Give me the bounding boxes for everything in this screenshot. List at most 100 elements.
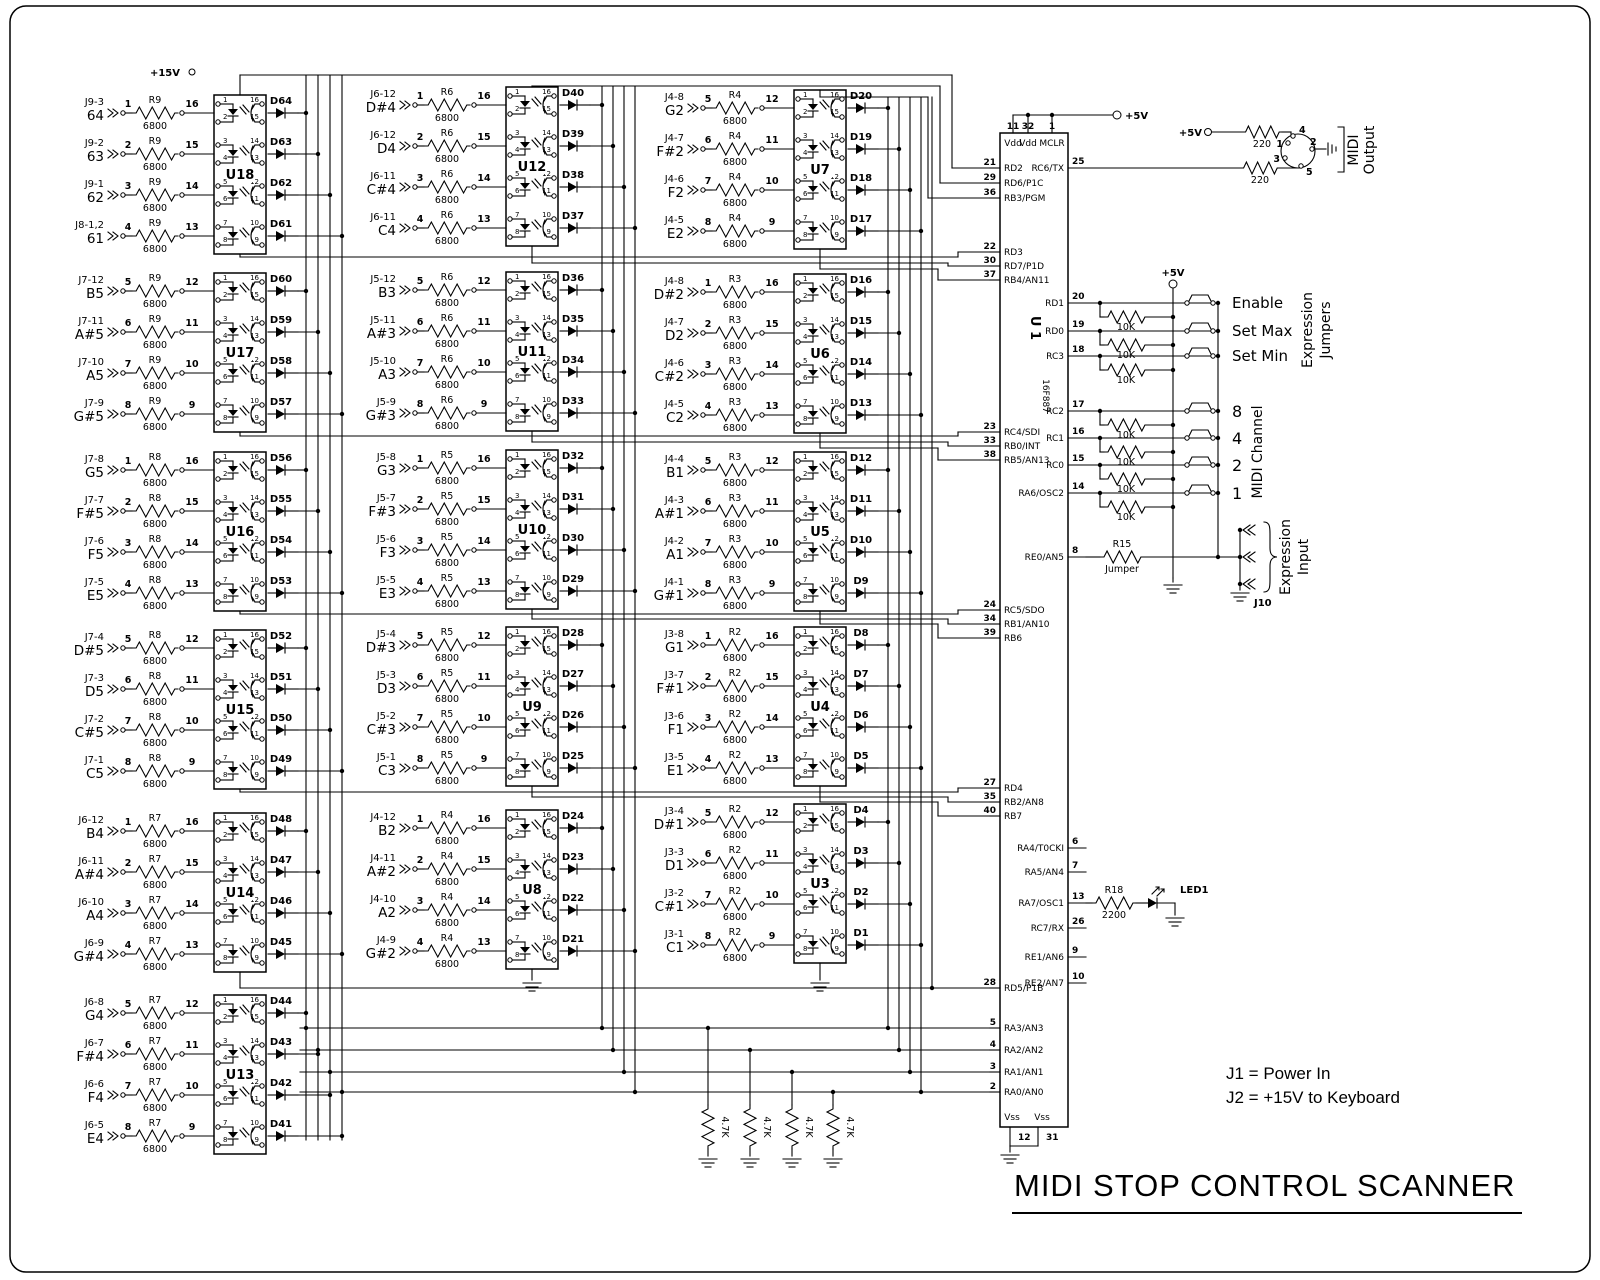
opto-pin-number: 16	[542, 273, 551, 281]
resistor-ref: R5	[441, 750, 454, 761]
pic-pin-name: RD1	[1045, 299, 1064, 309]
stop-name-label: A#3	[367, 326, 396, 342]
opto-pin-number: 16	[830, 275, 839, 283]
opto-pin-number: 9	[547, 951, 551, 959]
stop-name-label: D#4	[366, 100, 396, 116]
input-chevron-icon	[687, 465, 694, 475]
opto-pin-number: 16	[542, 88, 551, 96]
opto-pin-number: 11	[250, 1095, 259, 1103]
bracket	[1337, 126, 1345, 173]
pic-pin-number: 28	[983, 978, 996, 988]
resnet-pin-out: 15	[765, 319, 778, 330]
input-chevron-icon	[112, 286, 119, 296]
opto-pin-number: 2	[515, 645, 519, 653]
stop-name-label: D5	[85, 684, 104, 700]
wire	[543, 499, 548, 506]
terminal-circle	[551, 497, 557, 503]
opto-pin-number: 11	[250, 913, 259, 921]
opto-pin-number: 14	[250, 672, 259, 680]
opto-pin-number: 1	[515, 811, 519, 819]
wire	[251, 834, 256, 841]
terminal-circle	[259, 458, 265, 464]
diode-label: D42	[270, 1078, 292, 1089]
light-arrow-icon	[531, 98, 539, 107]
opto-pin-number: 10	[542, 751, 551, 759]
diode-symbol	[276, 231, 285, 241]
light-arrow-icon	[534, 582, 542, 591]
resistor-value: 6800	[143, 601, 167, 612]
wire	[251, 1016, 256, 1023]
resistor-ref: R6	[441, 87, 454, 98]
opto-pin-number: 15	[542, 828, 551, 836]
diode-label: D32	[562, 451, 584, 462]
opto-pin-number: 3	[515, 852, 519, 860]
resnet-pin-in: 2	[705, 672, 712, 683]
resnet-pin-in: 8	[705, 217, 712, 228]
terminal-circle	[259, 101, 265, 107]
resistor-ref: R2	[729, 845, 742, 856]
channel-bit-label: 2	[1232, 456, 1242, 475]
opto-transistor-symbol	[250, 104, 254, 122]
opto-pin-number: 8	[515, 413, 519, 421]
stop-name-label: F2	[668, 185, 684, 201]
input-chevron-icon	[107, 465, 114, 475]
input-chevron-icon	[404, 681, 411, 691]
opto-pin-number: 15	[250, 648, 259, 656]
terminal-circle	[551, 296, 557, 302]
din-pin-number: 3	[1273, 154, 1280, 165]
resistor-value: 6800	[143, 340, 167, 351]
resistor-symbol	[742, 1104, 758, 1150]
resistor-ref: R6	[441, 313, 454, 324]
resistor-ref: R3	[729, 575, 742, 586]
pic-pin-name: RD0	[1045, 327, 1064, 337]
terminal-circle	[1184, 462, 1190, 468]
diode-label: D58	[270, 356, 292, 367]
terminal-circle	[551, 916, 557, 922]
opto-pin-number: 5	[223, 1078, 227, 1086]
opto-pin-number: 15	[830, 470, 839, 478]
light-arrow-icon	[531, 283, 539, 292]
opto-pin-number: 5	[515, 710, 519, 718]
resistor-value: 6800	[143, 738, 167, 749]
opto-pin-number: 4	[223, 689, 228, 697]
resistor-value: 6800	[143, 880, 167, 891]
power-5v-label: +5V	[1125, 111, 1148, 122]
opto-led-symbol	[520, 409, 530, 415]
light-arrow-icon	[242, 461, 250, 470]
opto-pin-number: 5	[223, 356, 227, 364]
stop-name-label: G3	[377, 463, 396, 479]
resistor-ref: R5	[441, 573, 454, 584]
opto-led-symbol	[808, 859, 818, 865]
connector-pin-label: J5-6	[376, 534, 396, 545]
input-chevron-icon	[399, 586, 406, 596]
terminal-circle	[259, 777, 265, 783]
opto-pin-number: 9	[255, 771, 259, 779]
opto-pin-number: 5	[803, 710, 807, 718]
connector-pin-label: J6-8	[84, 997, 104, 1008]
light-arrow-icon	[819, 856, 827, 865]
resnet-pin-out: 16	[185, 99, 199, 110]
pic-pin-name: RA2/AN2	[1004, 1046, 1043, 1056]
opto-pin-number: 6	[223, 1095, 228, 1103]
wire	[251, 542, 256, 549]
pic-pin-number: 26	[1072, 917, 1085, 927]
opto-pin-number: 3	[803, 846, 807, 854]
wire	[543, 900, 548, 907]
diode-label: D53	[270, 576, 292, 587]
diode-label: D63	[270, 137, 292, 148]
terminal-circle	[551, 401, 557, 407]
light-arrow-icon	[531, 584, 539, 593]
diode-label: D10	[850, 535, 872, 546]
resistor-ref: R5	[441, 491, 454, 502]
diode-label: D4	[853, 805, 868, 816]
opto-pin-number: 7	[515, 934, 519, 942]
opto-led-symbol	[520, 764, 530, 770]
resistor-symbol	[711, 814, 759, 830]
opto-pin-number: 14	[830, 132, 839, 140]
resistor-value: 6800	[143, 519, 167, 530]
diode-symbol	[856, 410, 865, 420]
resistor-value: 6800	[143, 1021, 167, 1032]
resnet-pin-out: 16	[477, 454, 491, 465]
resistor-ref: R4	[441, 810, 454, 821]
